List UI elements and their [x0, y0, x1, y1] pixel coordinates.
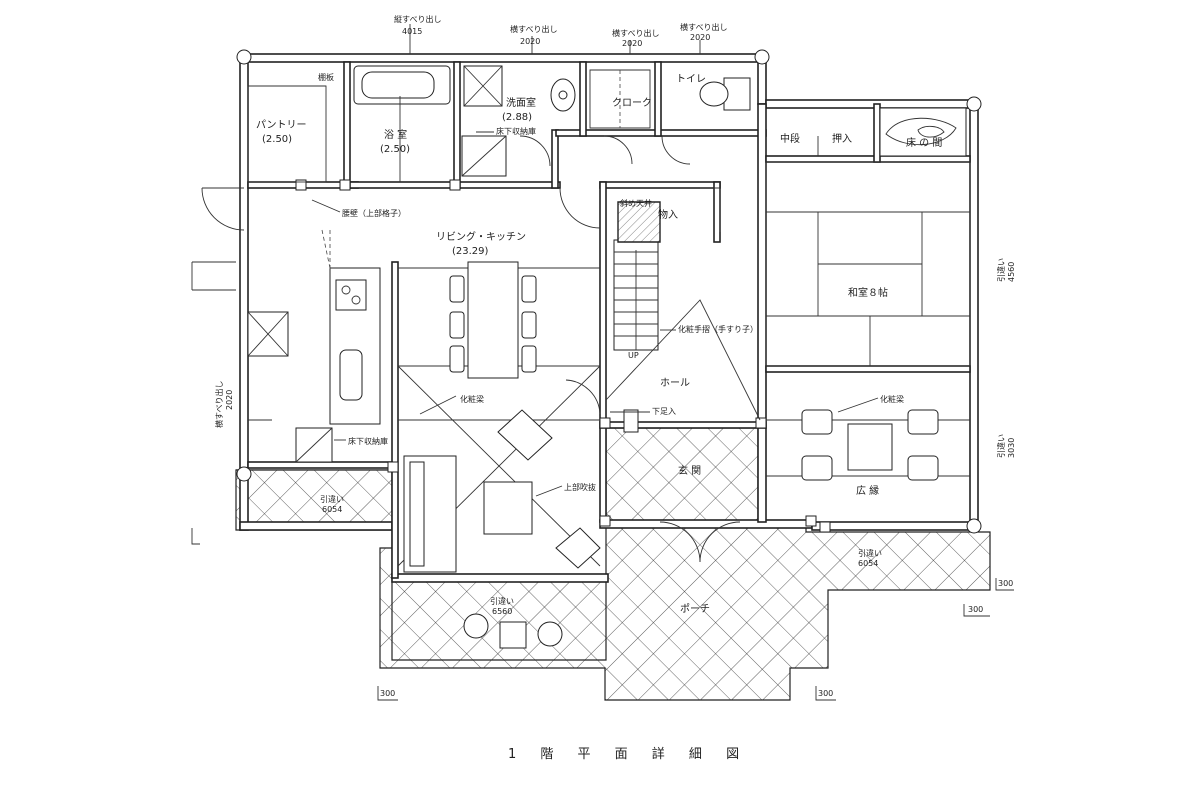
label-toilet: トイレ — [676, 74, 706, 85]
label-pantry-area: (2.50) — [262, 134, 292, 145]
window-annotations: 縦すべり出し 4015 横すべり出し 2020 横すべり出し 2020 横すべり… — [214, 14, 1016, 616]
label-up: UP — [628, 351, 639, 360]
label-decorative-handrail: 化粧手摺（手すり子） — [678, 324, 758, 334]
annot-sliding-right-2-size: 3030 — [1007, 438, 1016, 458]
label-underfloor-storage-1: 床下収納庫 — [496, 126, 536, 136]
annot-sliding-1: 引違い — [320, 494, 344, 504]
label-washroom-area: (2.88) — [502, 112, 532, 123]
label-bath-area: (2.50) — [380, 144, 410, 155]
annot-horiz-shutter-3: 横すべり出し — [680, 22, 727, 32]
japanese-room-tatami — [765, 107, 971, 367]
dim-label-2: 300 — [818, 689, 833, 698]
annot-horiz-shutter-2-size: 2020 — [622, 39, 642, 48]
annot-sliding-2-size: 6560 — [492, 607, 512, 616]
columns — [236, 49, 982, 534]
toilet-fixture — [589, 69, 751, 165]
dining-set — [398, 261, 600, 379]
label-middle-shelf: 中段 — [780, 132, 800, 145]
annot-sliding-2: 引違い — [490, 596, 514, 606]
door-swings — [201, 187, 741, 563]
annot-vertical-shutter-side: 横すべり出し — [214, 381, 224, 428]
annot-sliding-right-2: 引違い — [996, 434, 1006, 458]
annot-horiz-shutter-3-size: 2020 — [690, 33, 710, 42]
annot-horiz-shutter-1: 横すべり出し — [510, 24, 557, 34]
kitchen-counter — [247, 229, 381, 463]
drawing-title: 1 階 平 面 詳 細 図 — [508, 746, 749, 762]
annot-vertical-shutter-1-size: 4015 — [402, 27, 422, 36]
label-washroom: 洗面室 — [506, 96, 536, 109]
annot-sliding-right-1-size: 4560 — [1007, 262, 1016, 282]
label-low-step: 下足入 — [652, 407, 676, 416]
label-slanted-ceiling: 斜め天井 — [620, 198, 652, 208]
dimension-labels: 300 300 300 300 — [380, 579, 1013, 698]
annot-vertical-shutter-1: 縦すべり出し — [394, 14, 441, 24]
annot-sliding-3: 引違い — [858, 548, 882, 558]
annot-sliding-right-1: 引違い — [996, 258, 1006, 282]
label-decorative-beam-1: 化粧梁 — [460, 394, 484, 404]
dim-label-1: 300 — [380, 689, 395, 698]
label-living-area: (23.29) — [452, 246, 489, 257]
bathtub — [353, 65, 451, 182]
room-labels: 棚板 パントリー (2.50) 浴 室 (2.50) 洗面室 (2.88) 床下… — [256, 72, 942, 615]
dim-label-4: 300 — [998, 579, 1013, 588]
label-living-kitchen: リビング・キッチン — [436, 230, 526, 243]
label-underfloor-storage-2: 床下収納庫 — [348, 436, 388, 446]
annot-vertical-shutter-side-size: 2020 — [225, 390, 234, 410]
label-veranda: 広 縁 — [856, 484, 879, 497]
leader-lines — [311, 24, 879, 497]
washroom-fixtures — [461, 65, 576, 177]
label-closet: 押入 — [832, 132, 852, 145]
label-entrance: 玄 関 — [678, 464, 701, 477]
label-shelf: 棚板 — [318, 72, 334, 82]
label-open-above: 上部吹抜 — [564, 482, 596, 492]
label-cloak: クローク — [612, 97, 652, 109]
living-furniture — [397, 365, 601, 573]
pantry-room — [247, 85, 327, 183]
annot-horiz-shutter-2: 横すべり出し — [612, 28, 659, 38]
dim-label-3: 300 — [968, 605, 983, 614]
porch-furniture — [463, 613, 563, 649]
annot-horiz-shutter-1-size: 2020 — [520, 37, 540, 46]
label-tokonoma: 床 の 間 — [906, 136, 942, 149]
annot-sliding-3-size: 6054 — [858, 559, 878, 568]
label-pantry: パントリー — [256, 119, 307, 131]
label-storage: 物入 — [658, 208, 678, 221]
label-hall: ホール — [660, 377, 690, 389]
label-porch: ポーチ — [680, 603, 710, 615]
label-japanese-room: 和室８帖 — [848, 286, 888, 299]
annot-sliding-1-size: 6054 — [322, 505, 342, 514]
staircase — [605, 187, 761, 433]
veranda-furniture — [766, 409, 970, 481]
dimension-marks — [191, 230, 1014, 701]
label-bath: 浴 室 — [384, 128, 407, 141]
label-waist-wall: 腰壁（上部格子） — [342, 208, 406, 218]
label-decorative-beam-2: 化粧梁 — [880, 394, 904, 404]
